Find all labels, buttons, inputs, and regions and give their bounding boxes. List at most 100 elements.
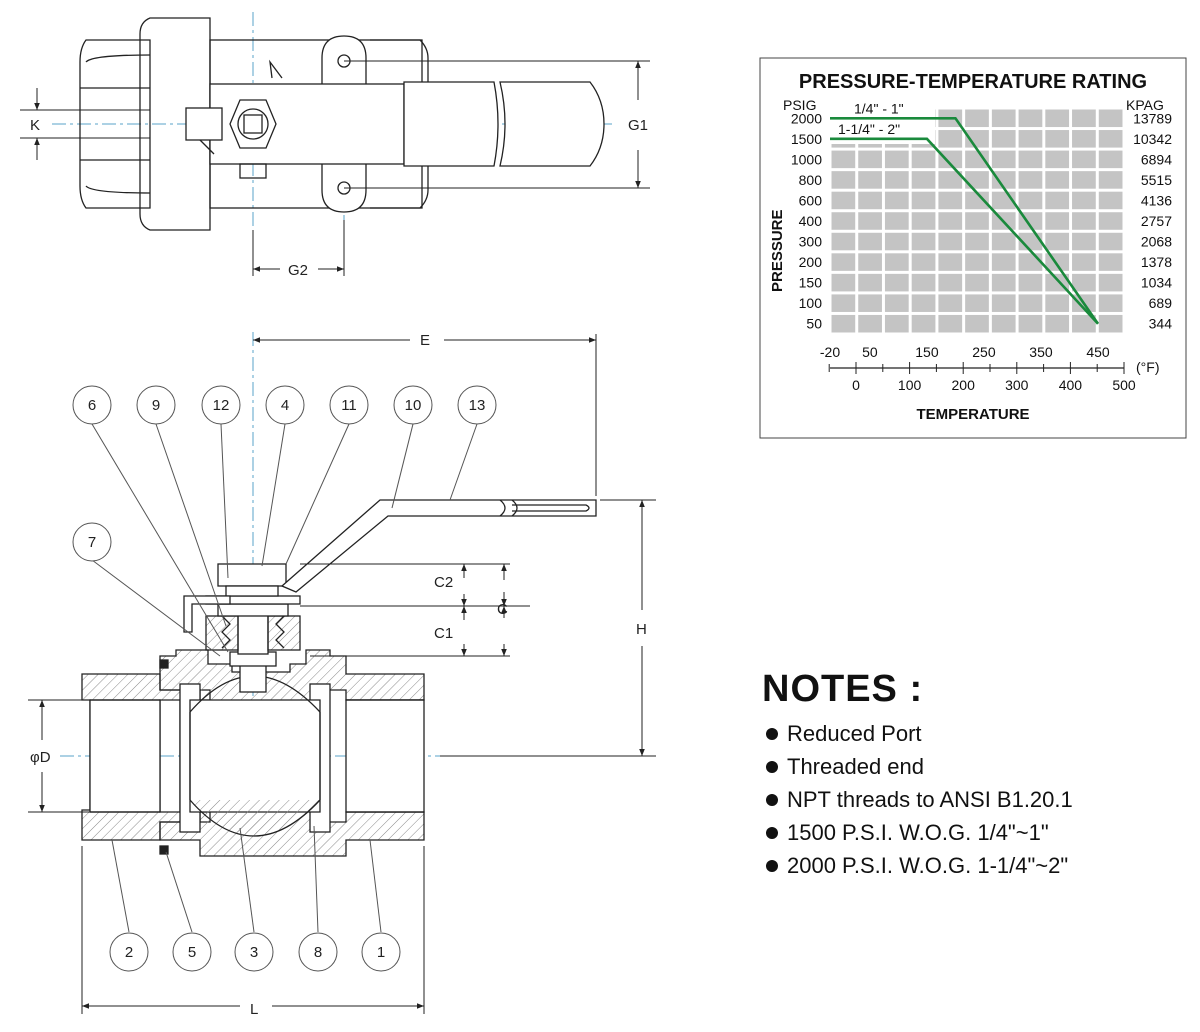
grid-cell [1098, 150, 1123, 169]
y-tick-psig: 300 [799, 234, 823, 250]
grid-cell [1018, 109, 1043, 128]
x-tick-upper: -20 [820, 344, 840, 360]
grid-cell [1018, 314, 1043, 333]
bullet-icon [766, 859, 778, 872]
grid-cell [858, 253, 882, 271]
callout-bubble: 5 [172, 932, 212, 972]
y-tick-kpag: 5515 [1141, 172, 1172, 188]
note-item: NPT threads to ANSI B1.20.1 [762, 783, 1182, 816]
chart-title: PRESSURE-TEMPERATURE RATING [799, 71, 1147, 93]
callout-bubble: 2 [109, 932, 149, 972]
grid-cell [1018, 294, 1043, 312]
y-tick-psig: 2000 [791, 110, 822, 126]
grid-cell [911, 294, 936, 312]
grid-cell [911, 212, 936, 230]
dim-phi-d-label: φD [30, 749, 51, 766]
dim-h-label: H [636, 621, 647, 638]
y-tick-psig: 600 [799, 192, 823, 208]
x-tick-lower: 0 [852, 377, 860, 393]
grid-cell [965, 232, 989, 251]
grid-cell [911, 253, 936, 271]
grid-cell [831, 253, 856, 271]
y-tick-kpag: 1378 [1141, 254, 1172, 270]
grid-cell [1072, 253, 1096, 271]
grid-cell [965, 294, 989, 312]
grid-cell [965, 171, 989, 189]
grid-cell [884, 191, 909, 210]
dim-c [300, 563, 530, 657]
grid-cell [831, 314, 856, 333]
grid-cell [858, 273, 882, 292]
series-line [830, 137, 1099, 325]
dim-g2-label: G2 [288, 262, 308, 279]
grid-cell [965, 273, 989, 292]
grid-cell [911, 273, 936, 292]
grid-cell [938, 171, 963, 189]
y-tick-kpag: 2068 [1141, 234, 1172, 250]
dim-h [440, 499, 656, 757]
dim-k [20, 88, 150, 160]
dim-k-label: K [30, 117, 40, 134]
y-tick-psig: 800 [799, 172, 823, 188]
y-tick-psig: 50 [806, 316, 822, 332]
grid-cell [1098, 109, 1123, 128]
grid-cell [884, 171, 909, 189]
x-tick-lower: 500 [1112, 377, 1136, 393]
series-label: 1-1/4" - 2" [838, 121, 900, 137]
grid-cell [1098, 232, 1123, 251]
grid-cell [1098, 253, 1123, 271]
grid-cell [991, 150, 1016, 169]
dim-c1-label: C1 [434, 625, 453, 642]
y-tick-psig: 200 [799, 254, 823, 270]
callout-number: 9 [152, 397, 160, 414]
grid-cell [1072, 109, 1096, 128]
y-tick-psig: 1500 [791, 131, 822, 147]
callout-bubble: 9 [136, 385, 176, 425]
chart-yticks-kpag: 1378910342689455154136275720681378103468… [1133, 110, 1172, 331]
grid-cell [858, 171, 882, 189]
grid-cell [858, 294, 882, 312]
callout-bubble: 1 [361, 932, 401, 972]
chart-grid [830, 108, 1123, 333]
series-line [830, 116, 1100, 325]
callout-bubble: 8 [298, 932, 338, 972]
grid-cell [991, 294, 1016, 312]
x-tick-upper: 350 [1029, 344, 1053, 360]
grid-cell [1018, 150, 1043, 169]
y-tick-kpag: 689 [1149, 295, 1173, 311]
callout-number: 13 [469, 397, 486, 414]
grid-cell [1072, 171, 1096, 189]
grid-cell [884, 212, 909, 230]
chart-right-unit: KPAG [1126, 97, 1164, 113]
y-tick-kpag: 10342 [1133, 131, 1172, 147]
grid-cell [1098, 212, 1123, 230]
grid-cell [991, 109, 1016, 128]
grid-cell [965, 212, 989, 230]
callout-number: 1 [377, 944, 385, 961]
bullet-icon [766, 826, 778, 839]
grid-cell [884, 150, 909, 169]
grid-cell [991, 273, 1016, 292]
callout-bubble: 12 [201, 385, 241, 425]
grid-cell [1045, 191, 1070, 210]
grid-cell [1072, 191, 1096, 210]
note-item: 2000 P.S.I. W.O.G. 1-1/4"~2" [762, 849, 1182, 882]
grid-cell [858, 191, 882, 210]
grid-cell [831, 294, 856, 312]
grid-cell [1045, 171, 1070, 189]
note-text: Threaded end [787, 754, 924, 779]
grid-cell [1072, 130, 1096, 148]
x-tick-upper: 150 [915, 344, 939, 360]
grid-cell [1018, 253, 1043, 271]
grid-cell [858, 150, 882, 169]
x-tick-lower: 400 [1059, 377, 1083, 393]
note-text: 2000 P.S.I. W.O.G. 1-1/4"~2" [787, 853, 1069, 878]
dim-e-label: E [420, 332, 430, 349]
grid-cell [991, 314, 1016, 333]
grid-cell [831, 171, 856, 189]
